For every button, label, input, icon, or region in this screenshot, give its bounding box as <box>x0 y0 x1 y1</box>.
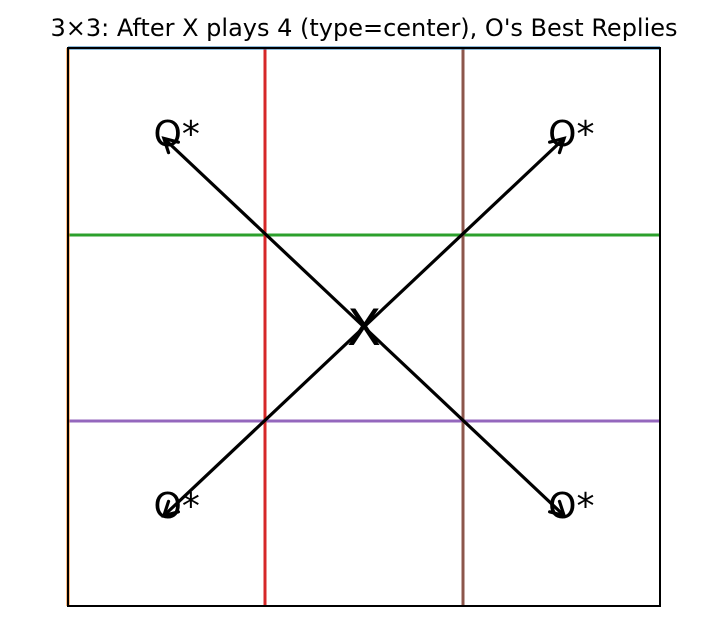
reply-arrows <box>161 136 567 518</box>
reply-arrow-1 <box>362 137 566 329</box>
reply-arrow-3 <box>362 325 566 517</box>
reply-arrowhead-1 <box>548 136 567 155</box>
best-reply-label-2: O* <box>153 486 199 527</box>
figure-title: 3×3: After X plays 4 (type=center), O's … <box>50 14 677 42</box>
best-reply-labels: O* O* O* O* <box>153 114 594 527</box>
board-frame <box>67 47 661 607</box>
reply-arrowhead-3 <box>548 499 567 518</box>
reply-arrowhead-0 <box>161 136 180 155</box>
played-x-mark: X <box>347 299 381 357</box>
best-reply-label-3: O* <box>548 486 594 527</box>
reply-arrow-0 <box>162 137 366 329</box>
best-reply-label-1: O* <box>548 114 594 155</box>
reply-arrow-2 <box>162 325 366 517</box>
reply-arrowhead-2 <box>161 499 180 518</box>
best-reply-label-0: O* <box>153 114 199 155</box>
